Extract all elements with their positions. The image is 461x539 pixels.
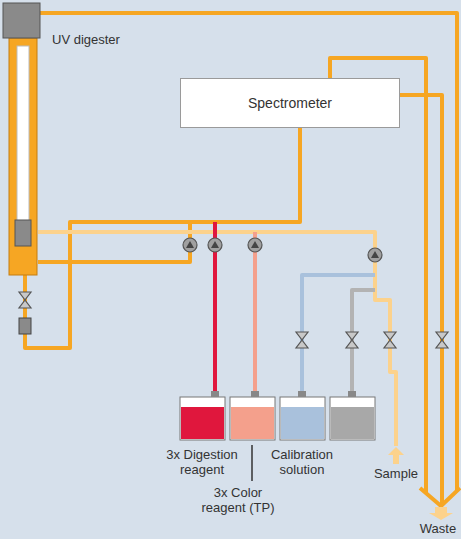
leader-line — [251, 445, 253, 481]
pump — [368, 248, 382, 262]
valve — [384, 332, 396, 348]
valve — [296, 332, 308, 348]
pipe — [25, 128, 300, 348]
filter-box — [19, 318, 31, 334]
instrument-box: Spectrometer — [180, 78, 400, 128]
bottle-fill — [181, 407, 224, 439]
bottle — [280, 397, 325, 440]
bottle — [330, 397, 375, 440]
pumps — [183, 238, 382, 262]
pipe — [38, 222, 190, 262]
pipe — [302, 275, 375, 397]
bottle-cap — [251, 391, 259, 397]
sample-arrow — [388, 447, 404, 464]
pipes — [25, 13, 460, 506]
pump — [183, 238, 197, 252]
pump — [248, 238, 262, 252]
bottle — [180, 397, 225, 440]
box-title: Spectrometer — [248, 96, 332, 111]
part-label: 3x Digestion reagent — [152, 447, 252, 477]
valve — [346, 332, 358, 348]
bottle-cap — [211, 391, 219, 397]
valve — [19, 292, 31, 308]
digester-body — [9, 38, 37, 275]
bottle-fill — [331, 407, 374, 439]
pump — [208, 238, 222, 252]
pipe — [400, 95, 442, 505]
bottles — [180, 391, 375, 440]
pipe — [253, 232, 257, 397]
bottle-cap — [298, 391, 306, 397]
part-label: UV digester — [52, 32, 120, 47]
bottle-fill — [231, 407, 274, 439]
bottle — [230, 397, 275, 440]
bottle-fill — [281, 407, 324, 439]
bottle-cap — [348, 391, 356, 397]
part-label: Calibration solution — [257, 447, 347, 477]
valves — [19, 292, 448, 348]
valve — [436, 332, 448, 348]
digester-cap — [3, 3, 40, 38]
pipe — [352, 290, 375, 397]
part-label: Sample — [370, 466, 422, 481]
uv-lamp — [17, 46, 29, 221]
funnel — [420, 488, 460, 506]
part-label: Waste — [416, 521, 460, 536]
uv-digester-figure — [3, 3, 40, 275]
digester-node: UV digester — [3, 3, 40, 275]
waste-arrow — [429, 507, 453, 520]
part-label: 3x Color reagent (TP) — [196, 485, 281, 515]
lamp-base — [15, 220, 31, 246]
